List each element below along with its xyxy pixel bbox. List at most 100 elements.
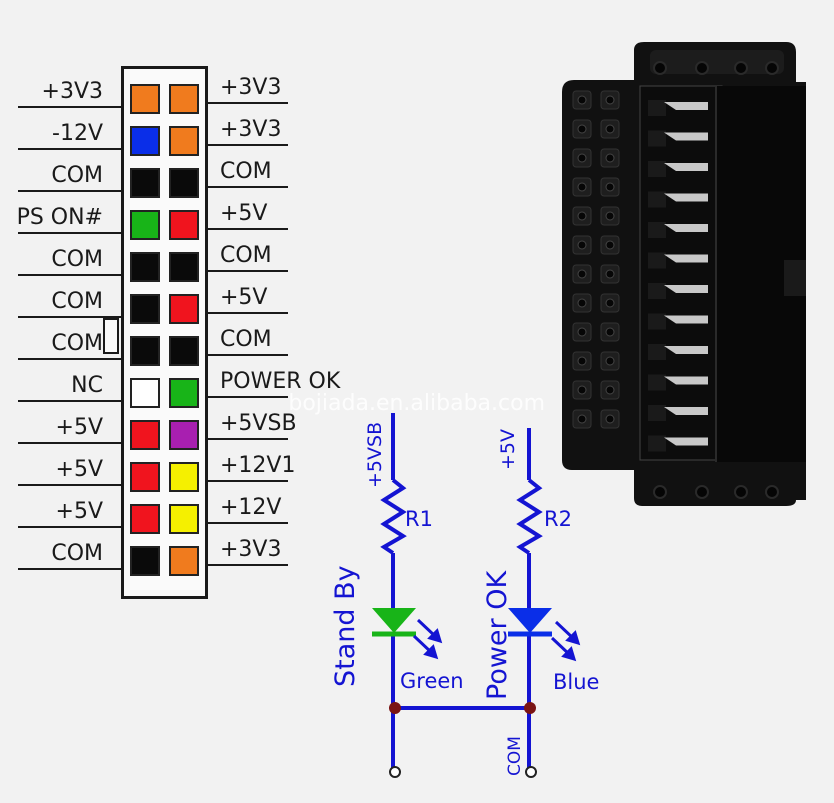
contact-slot (648, 344, 666, 360)
supply-label-left: +5VSB (364, 422, 386, 488)
pin-right-5 (169, 252, 199, 282)
pin-leader-left (18, 400, 121, 402)
pin-leader-right (208, 564, 288, 566)
header-pin-hole (605, 385, 615, 395)
pin-leader-left (18, 190, 121, 192)
pin-right-12 (169, 546, 199, 576)
header-pin-hole (605, 298, 615, 308)
pin-label-right-12: +3V3 (220, 537, 282, 562)
metal-contact (664, 285, 708, 293)
metal-contact (664, 376, 708, 385)
pin-right-9 (169, 420, 199, 450)
pin-right-4 (169, 210, 199, 240)
mount-hole (653, 61, 667, 75)
header-pin-hole (577, 95, 587, 105)
header-pin-hole (577, 327, 587, 337)
mount-hole (653, 485, 667, 499)
pin-leader-right (208, 522, 288, 524)
pin-label-left-8: NC (71, 373, 103, 398)
ground-label: COM (505, 736, 525, 776)
terminal (525, 766, 537, 778)
resistor-r2 (516, 478, 543, 555)
pin-label-right-2: +3V3 (220, 117, 282, 142)
metal-contact (664, 102, 708, 110)
pin-leader-left (18, 568, 121, 570)
connector-latch (103, 318, 119, 354)
header-pin-hole (577, 298, 587, 308)
pin-left-12 (130, 546, 160, 576)
pin-right-8 (169, 378, 199, 408)
pin-leader-right (208, 312, 288, 314)
metal-contact (664, 163, 708, 171)
pin-left-11 (130, 504, 160, 534)
metal-contact (664, 224, 708, 232)
pin-left-4 (130, 210, 160, 240)
pin-leader-left (18, 484, 121, 486)
pin-leader-left (18, 148, 121, 150)
pin-label-left-2: -12V (52, 121, 103, 146)
pin-leader-right (208, 438, 288, 440)
pin-label-right-8: POWER OK (220, 369, 341, 394)
supply-label-right: +5V (497, 429, 519, 470)
pin-leader-right (208, 186, 288, 188)
pin-label-right-7: COM (220, 327, 272, 352)
pin-left-5 (130, 252, 160, 282)
pin-leader-right (208, 354, 288, 356)
metal-contact (664, 407, 708, 415)
header-pin-hole (577, 182, 587, 192)
pin-label-left-10: +5V (55, 457, 103, 482)
led-blue (508, 608, 581, 662)
pin-right-2 (169, 126, 199, 156)
pin-left-9 (130, 420, 160, 450)
led-name-right: Power OK (482, 570, 513, 700)
pin-label-left-1: +3V3 (41, 79, 103, 104)
pin-label-left-7: COM (51, 331, 103, 356)
contact-slot (648, 161, 666, 177)
pin-label-left-12: COM (51, 541, 103, 566)
pin-right-3 (169, 168, 199, 198)
resistor-label-r2: R2 (544, 507, 572, 531)
contact-slot (648, 191, 666, 208)
resistor-label-r1: R1 (405, 507, 433, 531)
metal-contact (664, 132, 708, 141)
led-color-left: Green (400, 669, 464, 693)
mount-hole (695, 61, 709, 75)
header-pin-hole (605, 182, 615, 192)
pin-leader-left (18, 526, 121, 528)
pin-leader-left (18, 442, 121, 444)
terminal (389, 766, 401, 778)
header-pin-hole (577, 240, 587, 250)
pin-left-7 (130, 336, 160, 366)
pin-leader-left (18, 274, 121, 276)
pin-label-left-6: COM (51, 289, 103, 314)
contact-slot (648, 100, 666, 116)
header-pin-hole (577, 269, 587, 279)
pin-label-left-11: +5V (55, 499, 103, 524)
pin-leader-right (208, 144, 288, 146)
contact-slot (648, 283, 666, 299)
header-pin-hole (605, 356, 615, 366)
pin-leader-right (208, 480, 288, 482)
mount-hole (765, 61, 779, 75)
plug-latch (784, 260, 806, 296)
watermark: bojiada.en.alibaba.com (288, 391, 545, 416)
pin-right-10 (169, 462, 199, 492)
mount-hole (734, 485, 748, 499)
pin-label-right-11: +12V (220, 495, 282, 520)
pin-leader-right (208, 102, 288, 104)
pin-right-11 (169, 504, 199, 534)
pin-label-left-9: +5V (55, 415, 103, 440)
contact-slot (648, 313, 666, 330)
pin-right-6 (169, 294, 199, 324)
pin-left-3 (130, 168, 160, 198)
header-pin-hole (577, 385, 587, 395)
header-pin-hole (605, 269, 615, 279)
pin-leader-left (18, 316, 121, 318)
pin-left-1 (130, 84, 160, 114)
contact-slot (648, 130, 666, 147)
pin-label-right-6: +5V (220, 285, 268, 310)
junction-node (389, 702, 401, 714)
header-pin-hole (577, 153, 587, 163)
contact-slot (648, 374, 666, 391)
